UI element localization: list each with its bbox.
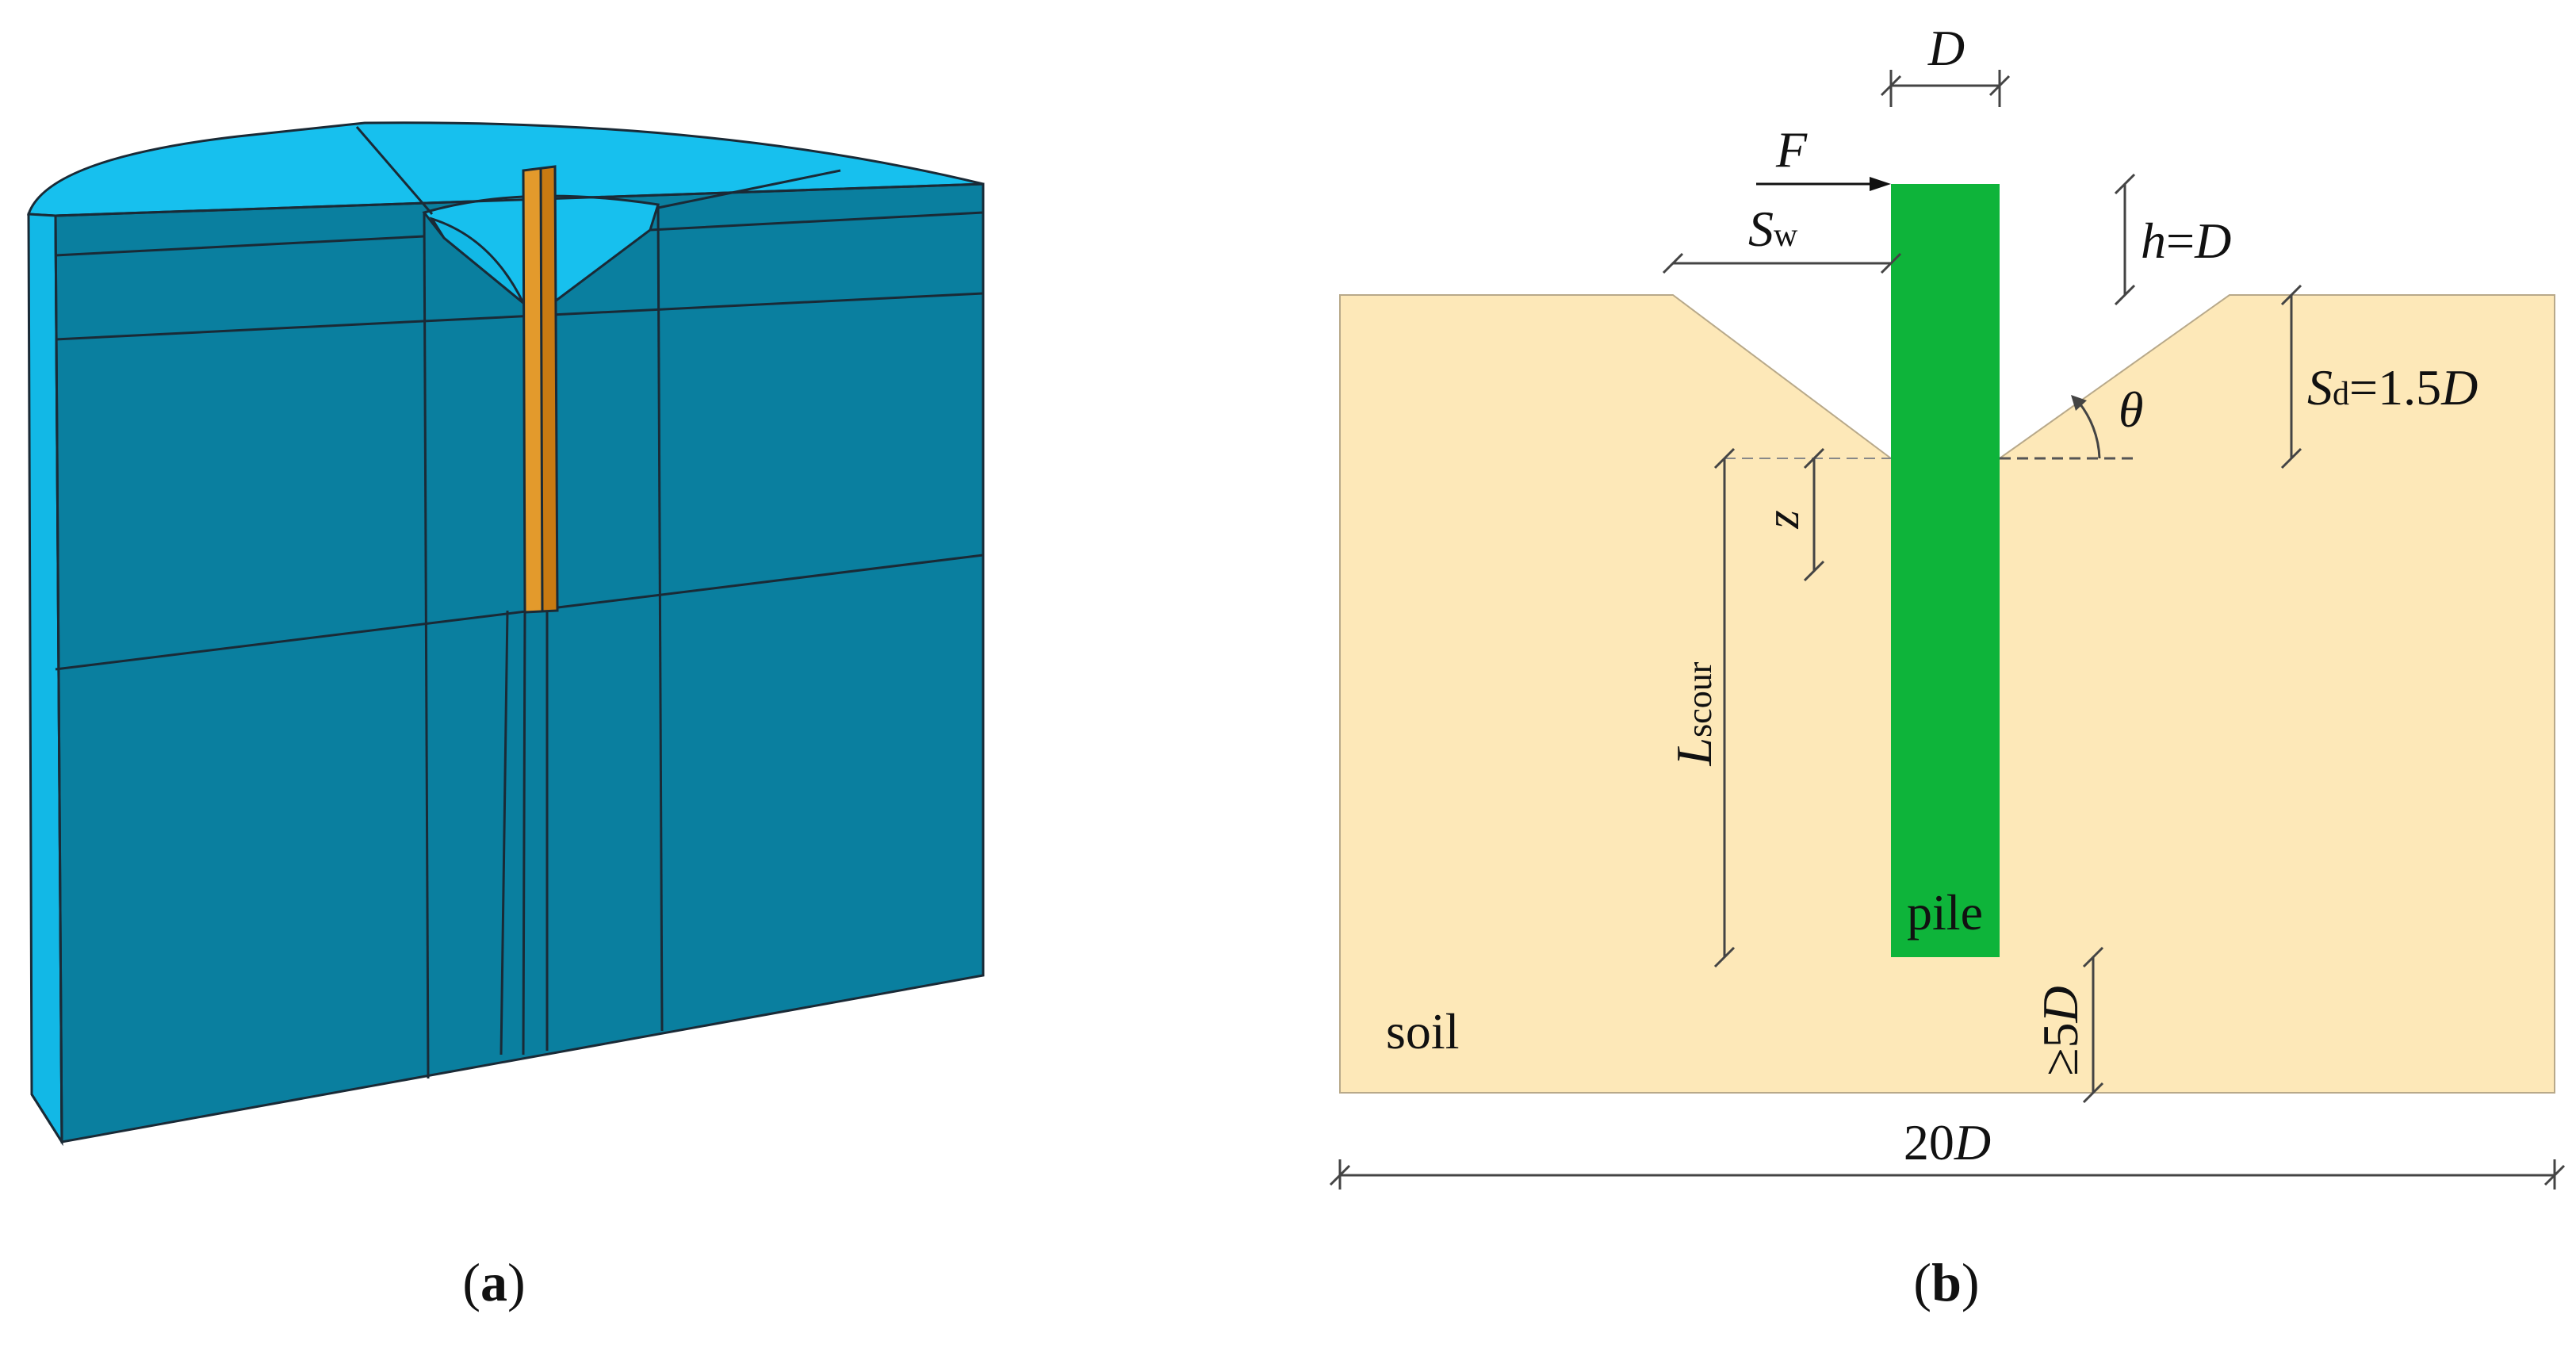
dim-h — [2114, 173, 2136, 306]
label-pile: pile — [1907, 884, 1983, 941]
vertical-line-2 — [656, 204, 664, 1032]
vertical-line-1 — [423, 212, 430, 1079]
panel-a-3d-model — [26, 121, 985, 1147]
caption-b-letter: b — [1931, 1252, 1962, 1312]
label-F: F — [1775, 121, 1808, 178]
panel-b-schematic: F D Sw h=D Sd=1.5D — [1329, 20, 2566, 1190]
dim-z — [1803, 447, 1825, 582]
caption-a: (a) — [462, 1252, 525, 1312]
layer-line-2 — [55, 292, 984, 341]
label-Sw: Sw — [1748, 201, 1798, 257]
vertical-line-3 — [500, 610, 549, 1055]
dim-Lscour — [1713, 447, 1736, 968]
caption-a-letter: a — [480, 1252, 507, 1312]
pile-3d-front — [541, 167, 557, 612]
force-arrow — [1756, 177, 1891, 191]
dim-ge5D — [2082, 946, 2104, 1104]
pile-rect — [1891, 184, 2000, 957]
dim-D — [1880, 70, 2011, 107]
label-20D: 20D — [1904, 1114, 1991, 1170]
dim-20D — [1329, 1159, 2566, 1190]
model-front-face — [54, 182, 985, 1144]
layer-line-top-edge — [55, 126, 984, 217]
label-Lscour: Lscour — [1666, 661, 1722, 766]
label-Sd: Sd=1.5D — [2307, 359, 2478, 416]
layer-line-3 — [55, 554, 984, 671]
dim-Sd — [2280, 284, 2302, 469]
caption-b: (b) — [1913, 1252, 1979, 1312]
layer-line-1 — [55, 211, 984, 257]
model-left-edge — [30, 215, 63, 1143]
dim-Sw — [1662, 252, 1902, 274]
theta-arrowhead — [2071, 395, 2087, 411]
label-soil: soil — [1386, 1003, 1459, 1059]
label-theta: θ — [2119, 381, 2143, 438]
pile-3d-outline — [522, 165, 559, 614]
label-h: h=D — [2141, 213, 2231, 269]
label-ge5D: ≥5D — [2032, 986, 2088, 1075]
label-D: D — [1927, 20, 1965, 76]
label-z: z — [1756, 510, 1809, 529]
